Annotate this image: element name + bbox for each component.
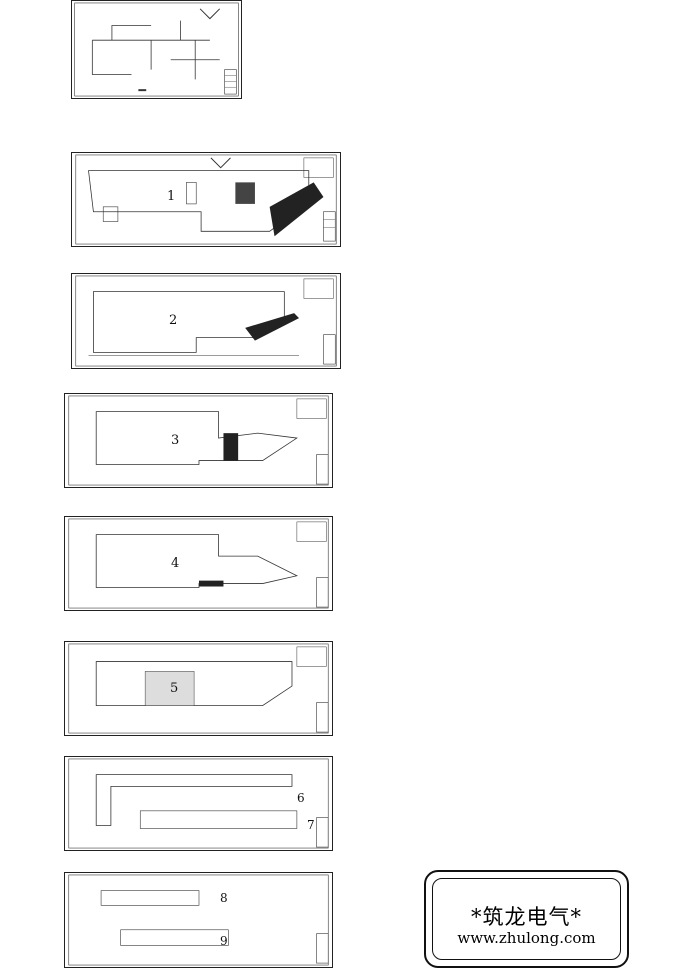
sheet-linework [75,154,337,245]
sheet-linework [68,874,329,966]
sheet-number: 5 [170,681,179,696]
drawing-sheet-floor-3[interactable]: 3 [64,393,333,488]
sheet-number: 1 [167,189,176,204]
sheet-number: 3 [171,433,180,448]
drawing-sheet-system[interactable] [71,0,242,99]
sheet-number: 8 [220,891,228,905]
drawing-sheet-floors-8-9[interactable]: 8 9 [64,872,333,968]
sheet-linework [74,2,239,97]
sheet-number: 7 [307,818,315,832]
sheet-linework [68,643,329,734]
watermark-frame: *筑龙电气* www.zhulong.com [432,878,621,960]
sheet-number: 6 [297,791,305,805]
sheet-number: 4 [171,556,180,571]
sheet-linework [75,275,337,367]
drawing-sheet-floor-1[interactable]: 1 [71,152,341,247]
sheet-linework [68,518,329,609]
zhulong-watermark: *筑龙电气* www.zhulong.com [424,870,629,968]
drawing-sheet-floor-2[interactable]: 2 [71,273,341,369]
sheet-linework [68,758,329,849]
watermark-url: www.zhulong.com [457,929,596,947]
drawing-sheet-floor-5[interactable]: 5 [64,641,333,736]
sheet-number: 9 [220,934,228,948]
sheet-number: 2 [169,313,178,328]
drawing-sheet-floors-6-7[interactable]: 6 7 [64,756,333,851]
sheet-linework [68,395,329,486]
watermark-brand: *筑龙电气* [471,905,582,929]
drawing-sheet-floor-4[interactable]: 4 [64,516,333,611]
